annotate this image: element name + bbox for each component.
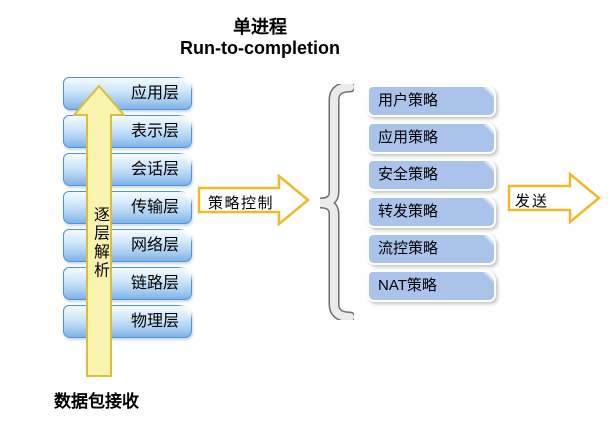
policy-box-user: 用户策略 xyxy=(367,85,496,117)
diagram-title: 单进程 Run-to-completion xyxy=(145,17,375,59)
send-arrow-label: 发送 xyxy=(515,193,550,210)
osi-layer-box-network: 网络层 xyxy=(63,229,192,262)
osi-layer-box-session: 会话层 xyxy=(63,153,192,186)
osi-layer-box-presentation: 表示层 xyxy=(63,115,192,148)
policy-box-security: 安全策略 xyxy=(367,159,496,191)
osi-layer-box-transport: 传输层 xyxy=(63,191,192,224)
osi-layer-box-link: 链路层 xyxy=(63,267,192,300)
up-arrow-label: 逐层解析 xyxy=(91,206,108,280)
policy-control-arrow-icon xyxy=(197,174,310,226)
receive-label: 数据包接收 xyxy=(54,392,139,411)
policy-control-arrow-label: 策略控制 xyxy=(207,195,274,212)
policy-box-flow-control: 流控策略 xyxy=(367,233,496,265)
policy-box-forwarding: 转发策略 xyxy=(367,196,496,228)
title-line-en: Run-to-completion xyxy=(180,38,340,58)
title-line-zh: 单进程 xyxy=(233,17,287,37)
osi-stack: 应用层 表示层 会话层 传输层 网络层 链路层 物理层 xyxy=(63,77,192,338)
send-arrow-icon xyxy=(507,171,601,225)
policy-box-nat: NAT策略 xyxy=(367,270,496,302)
left-brace-icon xyxy=(319,84,354,320)
policy-box-application: 应用策略 xyxy=(367,122,496,154)
osi-layer-box-physical: 物理层 xyxy=(63,305,192,338)
up-arrow-icon xyxy=(73,85,125,377)
policy-stack: 用户策略 应用策略 安全策略 转发策略 流控策略 NAT策略 xyxy=(367,85,496,302)
